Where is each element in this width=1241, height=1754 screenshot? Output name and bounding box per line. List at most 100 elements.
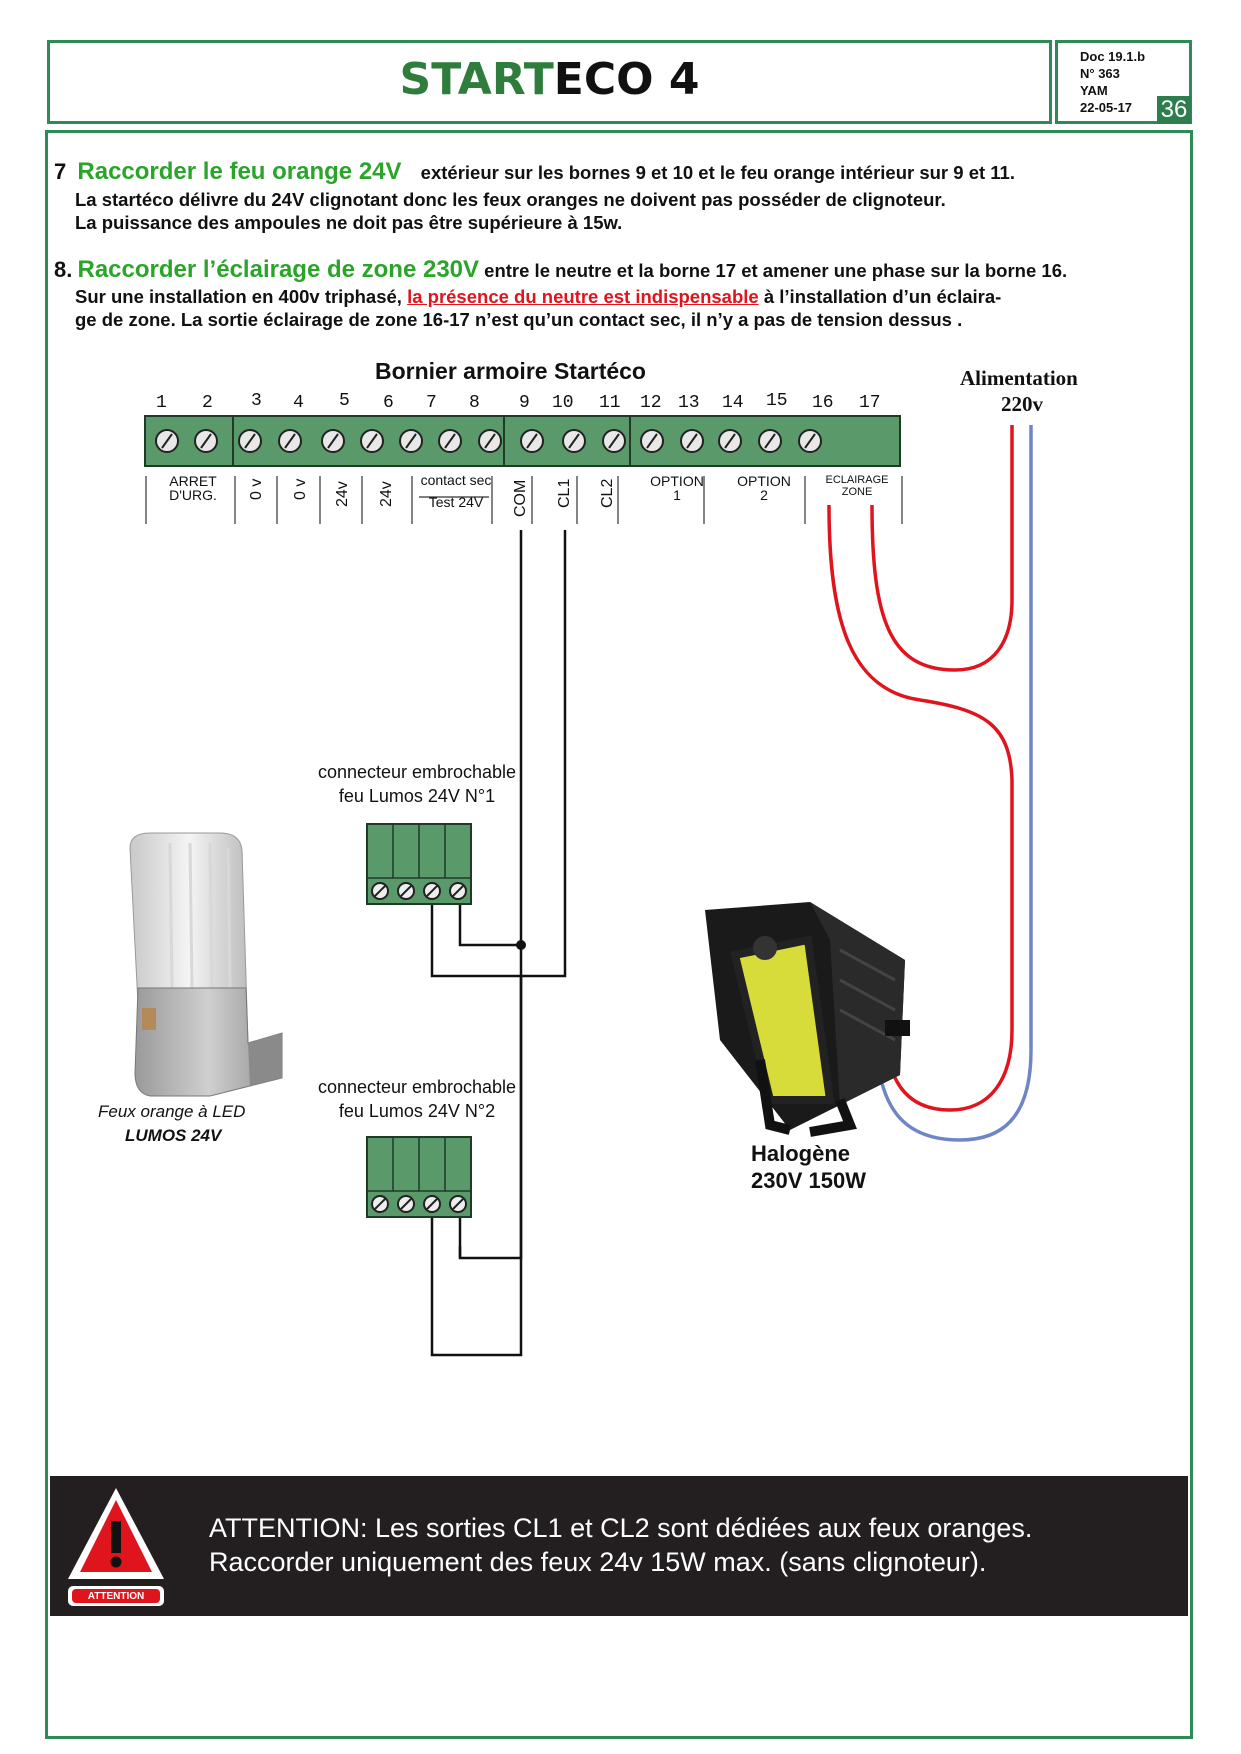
label-option1-a: OPTION	[650, 473, 704, 489]
terminal-13: 13	[678, 393, 700, 413]
connector1-line2: feu Lumos 24V N°1	[338, 786, 496, 806]
step7-line2: La startéco délivre du 24V clignotant do…	[75, 189, 946, 210]
content-frame	[45, 130, 1193, 1739]
attention-text: ATTENTION: Les sorties CL1 et CL2 sont d…	[209, 1511, 1032, 1579]
step7-text1: extérieur sur les bornes 9 et 10 et le f…	[420, 162, 1015, 183]
lamp-caption-1: Feux orange à LED	[98, 1102, 246, 1121]
terminal-strip	[144, 415, 903, 524]
step8-heading: Raccorder l’éclairage de zone 230V	[77, 256, 480, 283]
title-start: START	[399, 54, 554, 105]
doc-date: 22-05-17	[1080, 100, 1133, 115]
terminal-11: 11	[599, 393, 621, 413]
terminal-15: 15	[766, 391, 788, 411]
step7-line3: La puissance des ampoules ne doit pas êt…	[75, 212, 623, 233]
attention-line1: ATTENTION: Les sorties CL1 et CL2 sont d…	[209, 1513, 1033, 1543]
com-to-lamp1	[458, 905, 521, 947]
label-option2-b: 2	[760, 487, 768, 503]
attention-banner	[50, 1476, 1188, 1616]
supply-label: Alimentation	[960, 366, 1078, 390]
connector2-line1: connecteur embrochable	[317, 1077, 517, 1097]
junction-dot	[516, 940, 526, 950]
terminal-3: 3	[251, 391, 262, 411]
lamp-caption-2: LUMOS 24V	[125, 1126, 222, 1145]
terminal-9: 9	[519, 393, 530, 413]
terminal-screw-slot	[244, 433, 256, 449]
label-eclairage: ECLAIRAGE ZONE	[812, 474, 902, 498]
attention-badge: ATTENTION	[87, 1591, 145, 1602]
label-test24: Test 24V	[428, 494, 484, 510]
step8-line3: ge de zone. La sortie éclairage de zone …	[75, 309, 963, 330]
terminal-screw-slot	[161, 433, 173, 449]
label-option2-a: OPTION	[737, 473, 791, 489]
connector2-caption: connecteur embrochable feu Lumos 24V N°2	[312, 1075, 522, 1123]
terminal-screw-slot	[327, 433, 339, 449]
step8-text2a: Sur une installation en 400v triphasé,	[75, 286, 402, 307]
label-contact-sec: contact sec	[420, 472, 492, 488]
terminal-screw-slot	[686, 433, 698, 449]
step8-number: 8.	[54, 257, 73, 282]
lumos-lamp-image	[129, 832, 283, 1097]
label-option2: OPTION 2	[722, 474, 806, 502]
label-option1: OPTION 1	[636, 474, 718, 502]
doc-author: YAM	[1080, 83, 1108, 98]
label-arret: ARRET D'URG.	[148, 474, 238, 502]
connector1-caption: connecteur embrochable feu Lumos 24V N°1	[312, 760, 522, 808]
neutral-wire	[874, 425, 1033, 1142]
label-eclairage-b: ZONE	[841, 486, 873, 498]
terminal-screw-slot	[608, 433, 620, 449]
step8-line2: Sur une installation en 400v triphasé, l…	[75, 285, 1001, 308]
terminal-8: 8	[469, 393, 480, 413]
step8-warning: la présence du neutre est indispensable	[407, 286, 759, 307]
step7-number: 7	[54, 159, 67, 184]
terminal-screw-slot	[284, 433, 296, 449]
terminal-screw-slot	[724, 433, 736, 449]
terminal-6: 6	[383, 393, 394, 413]
terminal-10: 10	[552, 393, 574, 413]
terminal-5: 5	[339, 391, 350, 411]
terminal-screw-slot	[646, 433, 658, 449]
cl2-wire	[430, 976, 523, 1357]
connector2-line2: feu Lumos 24V N°2	[338, 1101, 496, 1121]
attention-line2: Raccorder uniquement des feux 24v 15W ma…	[209, 1547, 987, 1577]
doc-number: N° 363	[1080, 66, 1120, 81]
terminal-screw-slot	[764, 433, 776, 449]
terminal-2: 2	[202, 393, 213, 413]
halogen-image	[705, 902, 910, 1137]
terminal-screw-slot	[444, 433, 456, 449]
halogen-label: Halogène 230V 150W	[751, 1140, 866, 1194]
halogen-label-2: 230V 150W	[751, 1168, 866, 1193]
terminal-4: 4	[293, 393, 304, 413]
supply-voltage: 220v	[1001, 392, 1043, 416]
label-eclairage-a: ECLAIRAGE	[825, 474, 889, 486]
page-title: STARTECO 4	[47, 54, 1052, 105]
terminal-screw-slot	[568, 433, 580, 449]
label-option1-b: 1	[673, 487, 681, 503]
terminal-14: 14	[722, 393, 744, 413]
page-number: 36	[1157, 96, 1191, 124]
terminal-7: 7	[426, 393, 437, 413]
doc-info-box	[1055, 40, 1192, 124]
terminal-17: 17	[859, 393, 881, 413]
title-rest: ECO 4	[553, 54, 700, 105]
doc-info: Doc 19.1.b N° 363 YAM 22-05-17	[1080, 48, 1145, 116]
terminal-screw-slot	[405, 433, 417, 449]
warning-triangle-icon	[68, 1488, 164, 1606]
terminal-screw-slot	[484, 433, 496, 449]
terminal-screw-slot	[804, 433, 816, 449]
phase-16	[827, 504, 1014, 1112]
label-arret-2: D'URG.	[169, 487, 217, 503]
terminal-screw-slot	[366, 433, 378, 449]
connector2	[366, 1136, 472, 1218]
terminal-screw-slot	[526, 433, 538, 449]
step8-text1: entre le neutre et la borne 17 et amener…	[484, 260, 1068, 281]
terminal-1: 1	[156, 393, 167, 413]
terminal-16: 16	[812, 393, 834, 413]
step8-line1: 8. Raccorder l’éclairage de zone 230V en…	[54, 258, 1067, 282]
bornier-title: Bornier armoire Startéco	[375, 358, 646, 384]
halogen-label-1: Halogène	[751, 1141, 851, 1166]
phase-17	[870, 425, 1014, 672]
connector1	[366, 823, 472, 905]
title-box	[47, 40, 1052, 124]
terminal-screw-slot	[200, 433, 212, 449]
step8-text2b: à l’installation d’un éclaira-	[763, 286, 1002, 307]
